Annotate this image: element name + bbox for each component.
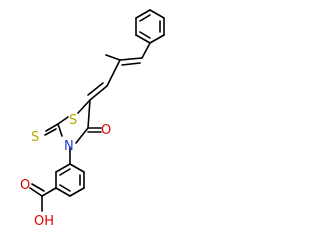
bond-double-inner: [87, 82, 104, 96]
nitrogen-label: N: [64, 139, 74, 154]
molecule-structure: S S N O OH O: [20, 9, 165, 229]
bond: [55, 187, 71, 197]
bond: [149, 9, 165, 19]
bond: [135, 9, 151, 19]
bond: [69, 163, 85, 173]
bond: [141, 42, 151, 59]
bond: [149, 34, 165, 44]
oxygen-hydroxyl-label: OH: [34, 214, 54, 229]
molecule-diagram: S S N O OH O: [20, 9, 165, 229]
bond: [106, 59, 121, 87]
oxygen-keto-label: O: [101, 123, 111, 138]
bond: [57, 116, 69, 125]
bond-double-inner: [139, 14, 151, 22]
propenylidene-chain: [87, 42, 151, 101]
bond-double-inner: [59, 184, 71, 192]
bond: [69, 187, 85, 197]
carbonyl-bond: [31, 183, 45, 192]
bond: [55, 163, 71, 173]
bond: [119, 57, 143, 61]
methyl-bond: [105, 54, 121, 61]
sulfur-ring-label: S: [69, 113, 77, 128]
bond: [77, 99, 91, 114]
benzoic-ring: [55, 163, 85, 197]
bond: [135, 34, 151, 44]
phenyl-ring: [135, 9, 165, 44]
bond: [75, 127, 89, 144]
carboxylic-acid: [29, 183, 57, 212]
carbonyl-bond: [29, 187, 43, 197]
sulfur-thione-label: S: [31, 130, 39, 145]
bond-double-inner: [59, 168, 71, 176]
bond-double-inner: [139, 31, 151, 39]
bond-double-inner: [121, 62, 141, 66]
thione-bond: [44, 128, 57, 136]
bond: [57, 123, 63, 137]
oxygen-carbonyl-label: O: [20, 178, 30, 193]
thiazolidine-ring: [44, 99, 102, 144]
bond: [41, 187, 57, 197]
bond: [87, 99, 91, 129]
thione-bond: [45, 123, 59, 132]
bond: [89, 85, 108, 101]
